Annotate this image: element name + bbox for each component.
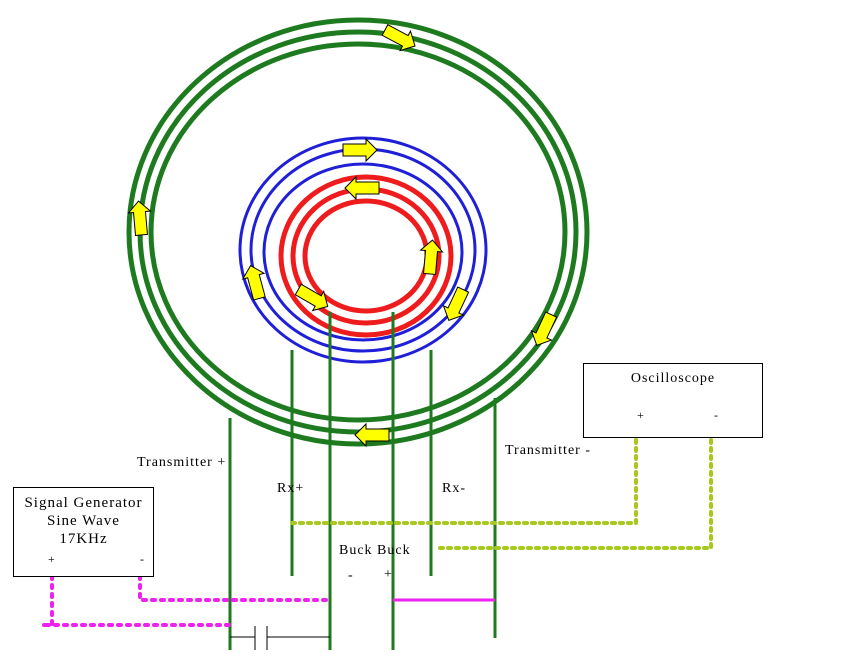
scope-wires <box>290 435 713 550</box>
rx-minus-label: Rx- <box>442 481 466 496</box>
transmitter-minus-label: Transmitter - <box>505 443 591 458</box>
signal-generator-minus: - <box>140 552 145 566</box>
transmitter-coil <box>126 17 590 447</box>
signal-generator-frequency: 17KHz <box>59 531 108 547</box>
oscilloscope-minus: - <box>714 408 719 422</box>
buck-buck-label: Buck Buck <box>339 543 411 558</box>
generator-wires <box>42 574 332 627</box>
arrow-icon <box>241 264 266 301</box>
arrow-icon <box>419 239 444 275</box>
arrow-icon <box>381 24 416 52</box>
arrow-icon <box>530 311 558 347</box>
transmitter-plus-label: Transmitter + <box>137 455 227 470</box>
arrow-icon <box>354 422 390 448</box>
signal-generator-box: Signal Generator Sine Wave 17KHz + - <box>13 487 154 577</box>
signal-generator-waveform: Sine Wave <box>47 513 120 529</box>
buck-minus-label: - <box>348 568 354 583</box>
oscilloscope-plus: + <box>637 408 645 422</box>
capacitor <box>230 626 330 650</box>
arrow-icon <box>442 286 470 322</box>
arrow-icon <box>342 137 378 163</box>
arrow-icon <box>294 283 329 312</box>
oscilloscope-box: Oscilloscope + - <box>583 363 763 438</box>
buck-plus-label: + <box>384 567 393 582</box>
oscilloscope-title: Oscilloscope <box>630 371 716 386</box>
arrow-icon <box>344 175 380 201</box>
signal-generator-title: Signal Generator <box>24 495 143 511</box>
leads <box>228 312 497 650</box>
arrow-icon <box>127 200 152 236</box>
current-arrows <box>127 24 558 448</box>
signal-generator-plus: + <box>48 552 56 566</box>
rx-plus-label: Rx+ <box>277 481 305 496</box>
